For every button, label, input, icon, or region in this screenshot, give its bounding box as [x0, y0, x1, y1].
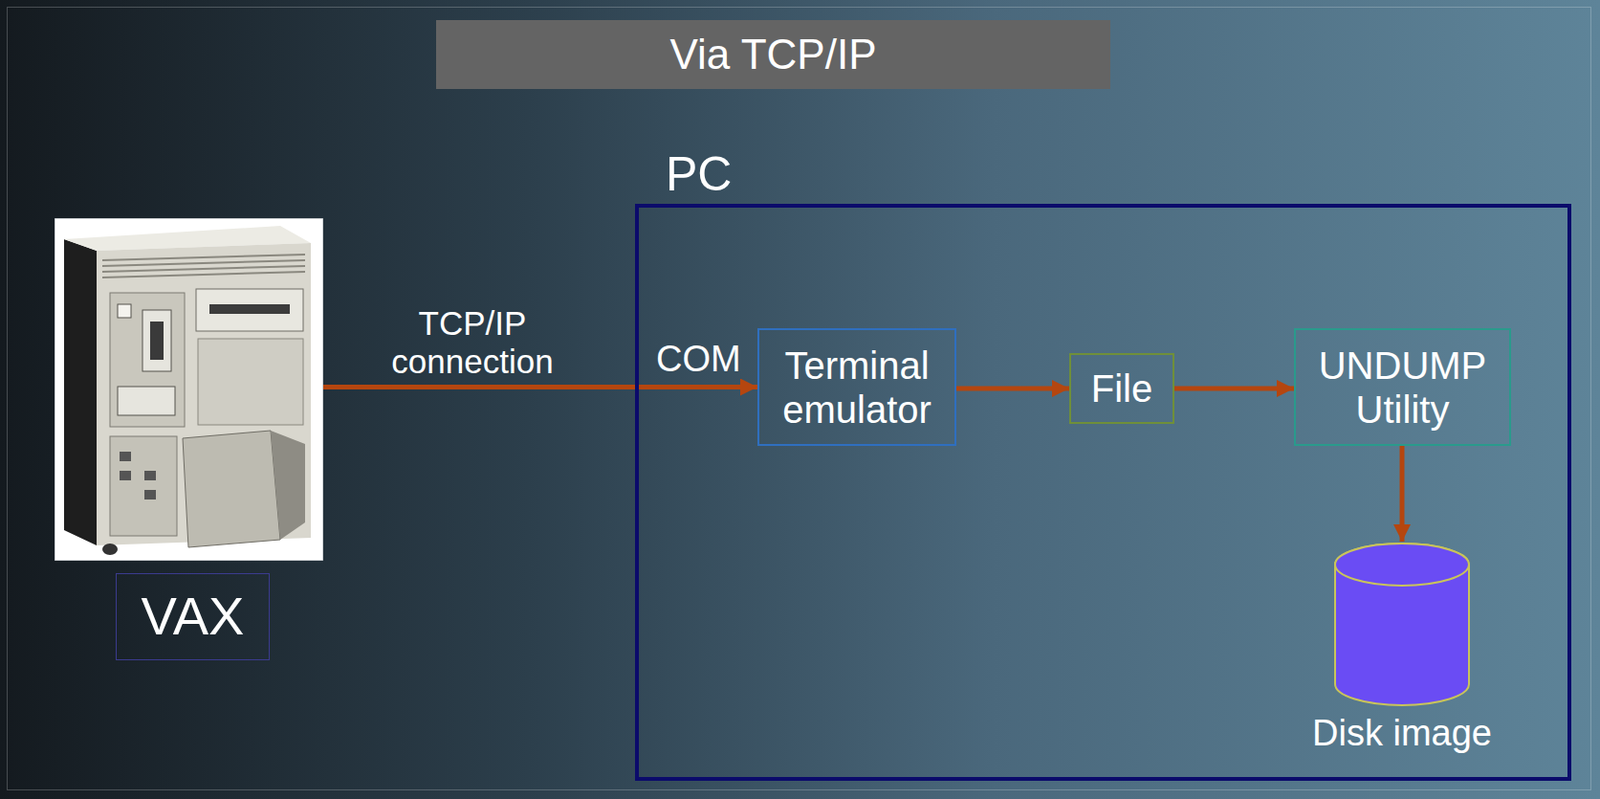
port-label: COM [656, 340, 742, 377]
cylinder-body [1335, 543, 1469, 705]
label-frame: VAX [115, 572, 270, 660]
arrow-connector [1400, 445, 1405, 542]
storage-cylinder: Disk image [1296, 541, 1508, 759]
edge-label-holder: TCP/IP connection [372, 304, 573, 382]
computer-node: VAX [54, 218, 324, 660]
port-label-holder: COM [656, 340, 742, 377]
node-label: Terminal emulator [768, 343, 945, 432]
cylinder-shape [1333, 541, 1471, 707]
cylinder-top [1335, 543, 1469, 586]
node-label: UNDUMP Utility [1305, 343, 1500, 432]
edge-label: TCP/IP connection [372, 304, 573, 382]
title-band: Via TCP/IP [436, 20, 1111, 89]
process-box: File [1069, 352, 1175, 424]
arrow-connector [1174, 386, 1294, 392]
caption-holder: Disk image [1296, 712, 1508, 755]
arrow-connector [956, 386, 1070, 392]
heading-holder: PC [665, 148, 732, 201]
arrow-connector [323, 384, 758, 390]
boundary-heading: PC [665, 148, 732, 201]
process-box: Terminal emulator [757, 328, 957, 446]
system-boundary: PCTerminal emulatorFileUNDUMP UtilityDis… [635, 203, 1572, 781]
node-label: File [1091, 366, 1153, 411]
process-box: UNDUMP Utility [1293, 328, 1512, 446]
vax-photo [54, 218, 324, 561]
storage-label: Disk image [1296, 712, 1508, 755]
slide-title: Via TCP/IP [669, 30, 877, 80]
node-label: VAX [141, 585, 245, 647]
